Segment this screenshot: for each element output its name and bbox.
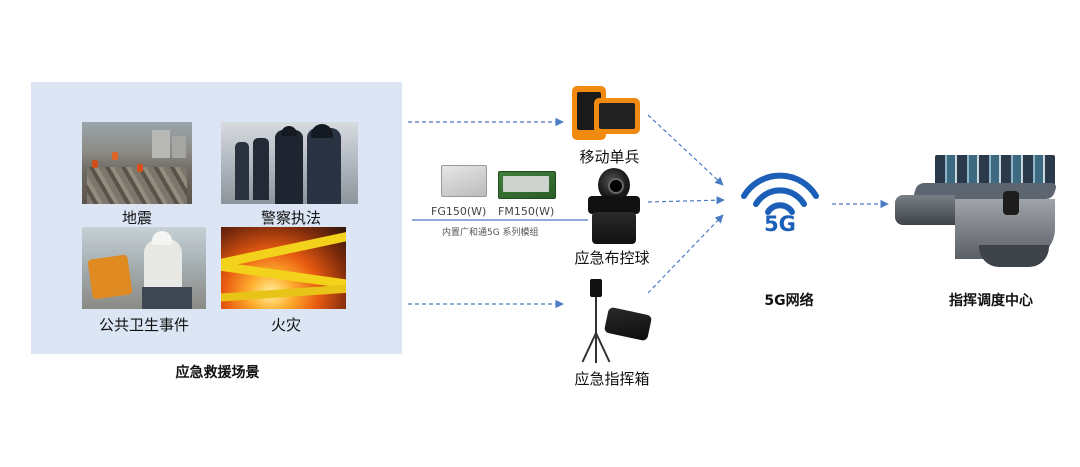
- command-center-label: 指挥调度中心: [949, 293, 1033, 309]
- 5g-logo-text: 5G: [764, 212, 796, 236]
- command-center-image: [895, 155, 1063, 275]
- fire-photo: [221, 227, 346, 309]
- public-health-label: 公共卫生事件: [98, 316, 189, 334]
- module-model-fg150: FG150(W): [431, 205, 487, 218]
- earthquake-photo: [82, 122, 192, 204]
- police-label: 警察执法: [260, 209, 321, 227]
- ptz-camera-label: 应急布控球: [574, 249, 650, 267]
- earthquake-label: 地震: [121, 209, 152, 227]
- handheld-terminal-image: [570, 80, 642, 142]
- command-box-image: [570, 275, 654, 365]
- 5g-logo: 5G: [738, 168, 822, 238]
- fm150-module-image: [498, 171, 556, 199]
- arrow-toolbox-to-5g: [647, 214, 724, 294]
- arrow-handheld-to-5g: [647, 114, 724, 186]
- fg150-module-image: [441, 165, 487, 197]
- 5g-network-label: 5G网络: [764, 293, 814, 309]
- scene-panel-title: 应急救援场景: [175, 365, 260, 381]
- ptz-camera-image: [588, 168, 640, 244]
- arrow-ptz-to-5g: [647, 196, 725, 205]
- fire-label: 火灾: [270, 316, 301, 334]
- public-health-photo: [82, 227, 206, 309]
- police-photo: [221, 122, 358, 204]
- scene-panel: 地震 警察执法 公共卫生事件 火灾: [31, 82, 402, 354]
- module-caption: 内置广和通5G 系列模组: [442, 228, 539, 238]
- command-box-label: 应急指挥箱: [574, 370, 650, 388]
- handheld-label: 移动单兵: [579, 148, 640, 166]
- module-model-fm150: FM150(W): [498, 205, 555, 218]
